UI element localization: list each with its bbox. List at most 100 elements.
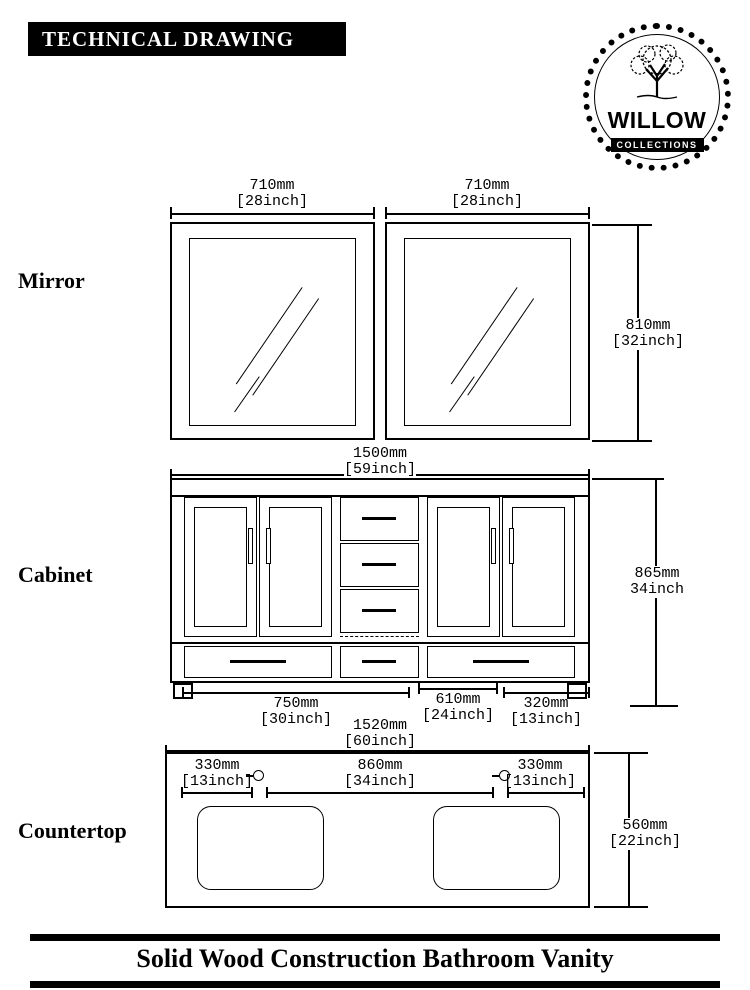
mirror-right-glass (404, 238, 571, 426)
cabinet-center-span-dim: 610mm [24inch] (422, 691, 495, 724)
dimension-tick (588, 207, 590, 219)
drawer-handle (230, 660, 286, 663)
center-drawer-2 (340, 543, 419, 587)
cabinet-body (170, 478, 590, 683)
dimension-line (385, 213, 590, 215)
cabinet-door-right-a (427, 497, 500, 637)
sink-basin-right (433, 806, 560, 890)
dimension-tick (251, 787, 253, 798)
dimension-line (266, 792, 494, 794)
cabinet-leg-right (567, 683, 587, 699)
dimension-tick (588, 469, 590, 480)
mirror-left-frame (170, 222, 375, 440)
cabinet-leg-left (173, 683, 193, 699)
logo-subtitle: COLLECTIONS (610, 138, 704, 152)
door-panel (269, 507, 322, 627)
bottom-drawer-left (184, 646, 332, 678)
door-panel (194, 507, 247, 627)
mirror-left-width-dim: 710mm [28inch] (235, 177, 308, 210)
cabinet-door-left-b (259, 497, 332, 637)
dimension-line (503, 692, 590, 694)
countertop-left-offset-dim: 330mm [13inch] (181, 757, 254, 790)
bottom-drawer-right (427, 646, 575, 678)
dimension-tick (588, 745, 590, 756)
drawer-handle (362, 517, 396, 520)
cabinet-top-rail-line (172, 495, 588, 497)
dimension-line (507, 792, 585, 794)
faucet-mark (492, 775, 499, 777)
dimension-tick (592, 478, 664, 480)
dimension-tick (507, 787, 509, 798)
countertop-section-label: Countertop (18, 818, 127, 843)
door-panel (512, 507, 565, 627)
dimension-line (170, 213, 375, 215)
countertop-right-offset-dim: 330mm [13inch] (504, 757, 577, 790)
faucet-mark (246, 775, 253, 777)
door-handle (266, 528, 271, 564)
dimension-tick (408, 687, 410, 698)
dimension-line (182, 692, 410, 694)
dimension-tick (266, 787, 268, 798)
mirror-height-dim: 810mm [32inch] (600, 318, 696, 350)
dimension-tick (373, 207, 375, 219)
hidden-shelf-dashed-line (340, 636, 419, 637)
dimension-tick (385, 207, 387, 219)
center-drawer-1 (340, 497, 419, 541)
faucet-hole-left-icon (253, 770, 264, 781)
logo-rope-ring (583, 23, 731, 171)
door-handle (248, 528, 253, 564)
dimension-tick (170, 207, 172, 219)
dimension-tick (418, 683, 420, 694)
mirror-reflection-icon (405, 239, 570, 425)
door-handle (509, 528, 514, 564)
dimension-tick (592, 224, 652, 226)
drawer-handle (362, 660, 396, 663)
dimension-tick (170, 469, 172, 480)
mirror-left-glass (189, 238, 356, 426)
footer-rule-bottom (30, 981, 720, 988)
dimension-tick (594, 752, 648, 754)
bottom-drawer-center (340, 646, 419, 678)
drawer-handle (362, 563, 396, 566)
countertop-center-span-dim: 860mm [34inch] (344, 757, 417, 790)
dimension-tick (630, 705, 678, 707)
drawer-handle (362, 609, 396, 612)
brand-logo: WILLOW COLLECTIONS (583, 23, 731, 171)
countertop-body (165, 752, 590, 908)
sink-basin-left (197, 806, 324, 890)
cabinet-door-right-b (502, 497, 575, 637)
cabinet-left-span-dim: 750mm [30inch] (260, 695, 333, 728)
tree-icon (630, 44, 684, 100)
dimension-tick (594, 906, 648, 908)
logo-subtitle-box: COLLECTIONS (583, 135, 731, 153)
dimension-tick (182, 687, 184, 698)
mirror-right-width-dim: 710mm [28inch] (450, 177, 523, 210)
dimension-tick (503, 687, 505, 698)
dimension-tick (588, 687, 590, 698)
cabinet-right-span-dim: 320mm [13inch] (510, 695, 583, 728)
mirror-right-frame (385, 222, 590, 440)
drawer-handle (473, 660, 529, 663)
dimension-tick (181, 787, 183, 798)
dimension-tick (492, 787, 494, 798)
cabinet-height-dim: 865mm 34inch (609, 566, 705, 598)
center-drawer-3 (340, 589, 419, 633)
cabinet-section-label: Cabinet (18, 562, 93, 587)
dimension-tick (165, 745, 167, 756)
door-panel (437, 507, 490, 627)
mirror-section-label: Mirror (18, 268, 85, 293)
dimension-tick (583, 787, 585, 798)
footer-rule-top (30, 934, 720, 941)
dimension-tick (496, 683, 498, 694)
door-handle (491, 528, 496, 564)
countertop-width-dim: 1520mm [60inch] (344, 717, 417, 750)
page-title: TECHNICAL DRAWING (42, 26, 295, 51)
dimension-tick (592, 440, 652, 442)
cabinet-bottom-rail-line (172, 642, 588, 644)
logo-wordmark: WILLOW (607, 107, 707, 133)
logo-inner-ring (594, 34, 720, 160)
countertop-depth-dim: 560mm [22inch] (597, 818, 693, 850)
footer-title: Solid Wood Construction Bathroom Vanity (136, 944, 614, 973)
cabinet-width-dim: 1500mm [59inch] (344, 445, 417, 478)
cabinet-door-left-a (184, 497, 257, 637)
